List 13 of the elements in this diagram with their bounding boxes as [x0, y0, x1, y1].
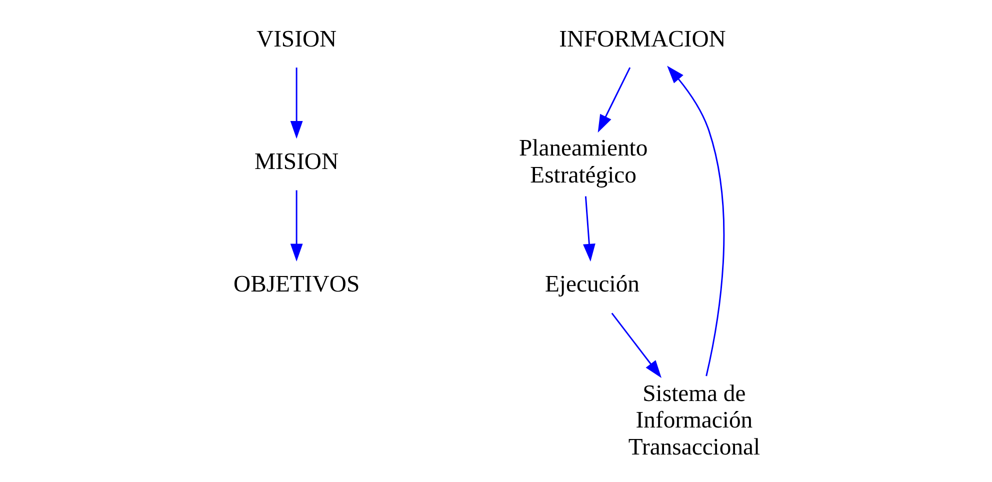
node-text: MISION — [254, 149, 338, 176]
node-text: Planeamiento Estratégico — [518, 136, 648, 188]
arrow — [666, 66, 724, 376]
arrow — [290, 190, 302, 262]
arrow — [290, 68, 302, 139]
node-text: INFORMACION — [558, 26, 726, 52]
node-text: OBJETIVOS — [233, 272, 360, 298]
arrow — [597, 67, 630, 133]
arrow — [582, 196, 595, 262]
node-text: VISION — [256, 26, 336, 52]
node-text: Ejecución — [544, 272, 639, 298]
arrow — [610, 312, 661, 378]
node-text: Sistema de Información Transaccional — [628, 381, 760, 460]
